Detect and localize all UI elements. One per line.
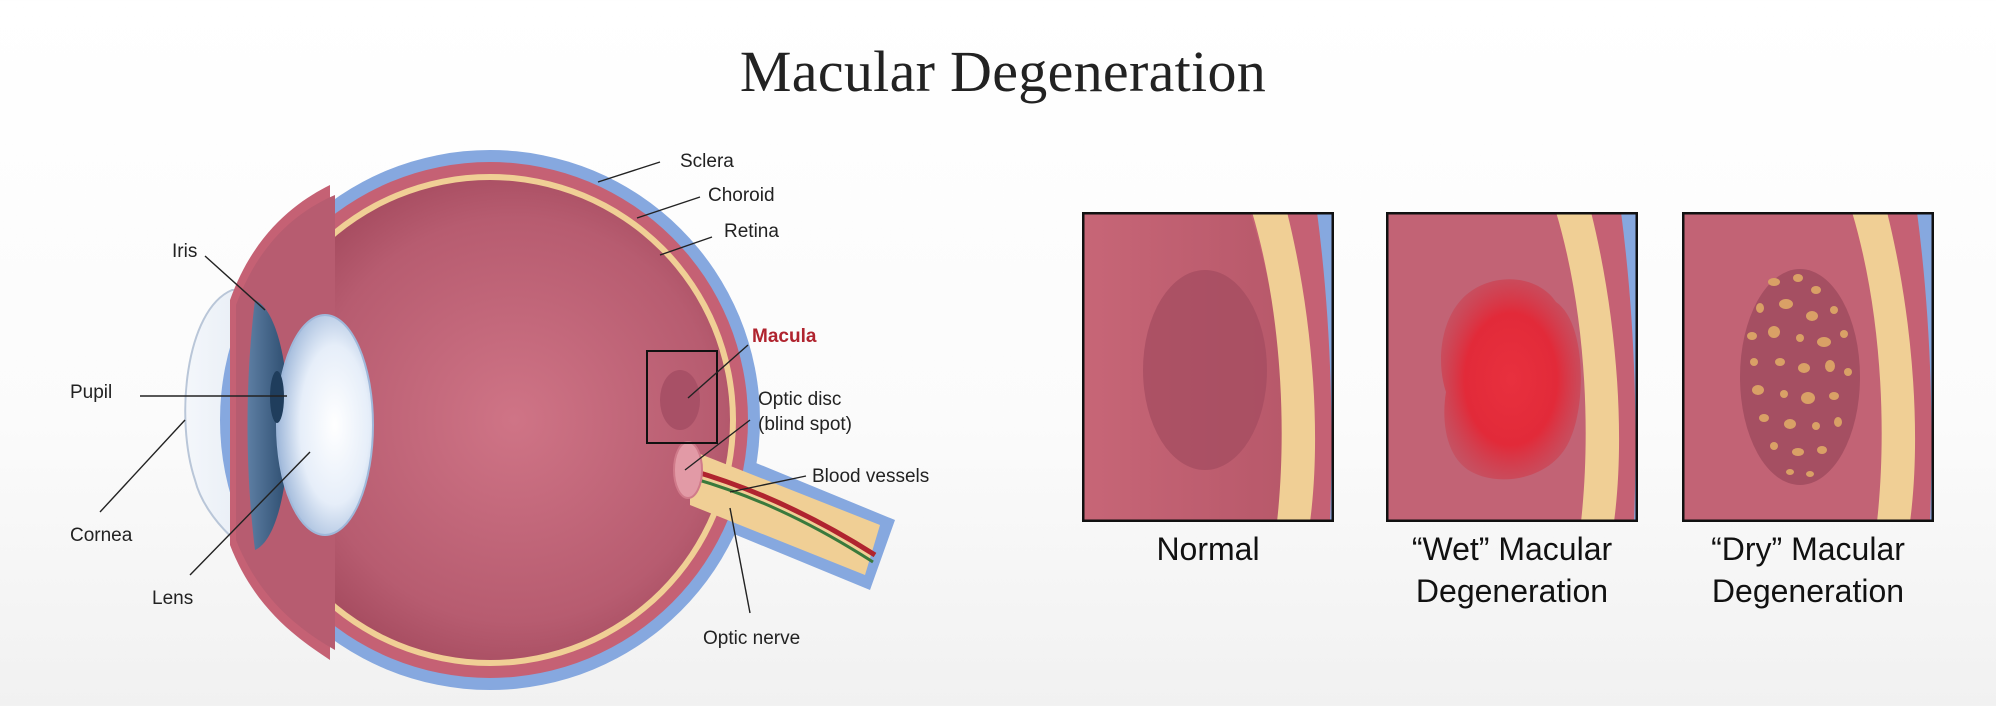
caption-normal: Normal xyxy=(1082,528,1334,570)
blood-vessel-green xyxy=(691,476,874,564)
label-optic-disc-sub: (blind spot) xyxy=(758,414,852,435)
label-optic-disc: Optic disc xyxy=(758,389,842,410)
caption-dry: “Dry” Macular Degeneration xyxy=(1657,528,1959,612)
macula-shape xyxy=(660,370,700,430)
vitreous-shape xyxy=(250,180,730,660)
label-retina: Retina xyxy=(724,221,779,242)
optic-disc-shape xyxy=(673,441,703,499)
label-pupil: Pupil xyxy=(70,382,113,403)
pupil-shape xyxy=(270,371,284,423)
drusen-spots xyxy=(1747,274,1852,477)
caption-wet: “Wet” Macular Degeneration xyxy=(1361,528,1663,612)
label-cornea: Cornea xyxy=(70,525,133,546)
lens-shape xyxy=(276,314,374,536)
normal-macula xyxy=(1143,270,1267,470)
label-blood-vessels: Blood vessels xyxy=(812,466,930,487)
eye-cross-section xyxy=(99,150,895,690)
iris-shape xyxy=(247,300,289,550)
caption-wet-line2: Degeneration xyxy=(1415,573,1609,609)
macula-box xyxy=(646,350,718,444)
caption-wet-line1: “Wet” Macular xyxy=(1411,531,1613,567)
wet-lesion xyxy=(1441,279,1581,480)
blood-vessel-red xyxy=(689,467,877,558)
label-choroid: Choroid xyxy=(708,185,775,206)
caption-dry-line1: “Dry” Macular xyxy=(1711,531,1905,567)
dry-macula xyxy=(1740,269,1860,485)
panel-normal xyxy=(1082,212,1334,522)
label-optic-nerve: Optic nerve xyxy=(703,628,801,649)
label-macula: Macula xyxy=(752,326,817,347)
panel-wet xyxy=(1386,212,1638,522)
page-title: Macular Degeneration xyxy=(739,39,1267,104)
panel-dry xyxy=(1682,212,1934,522)
caption-dry-line2: Degeneration xyxy=(1711,573,1905,609)
label-sclera: Sclera xyxy=(680,151,734,172)
label-iris: Iris xyxy=(172,241,198,262)
label-lens: Lens xyxy=(152,588,194,609)
caption-normal-line1: Normal xyxy=(1156,531,1260,567)
